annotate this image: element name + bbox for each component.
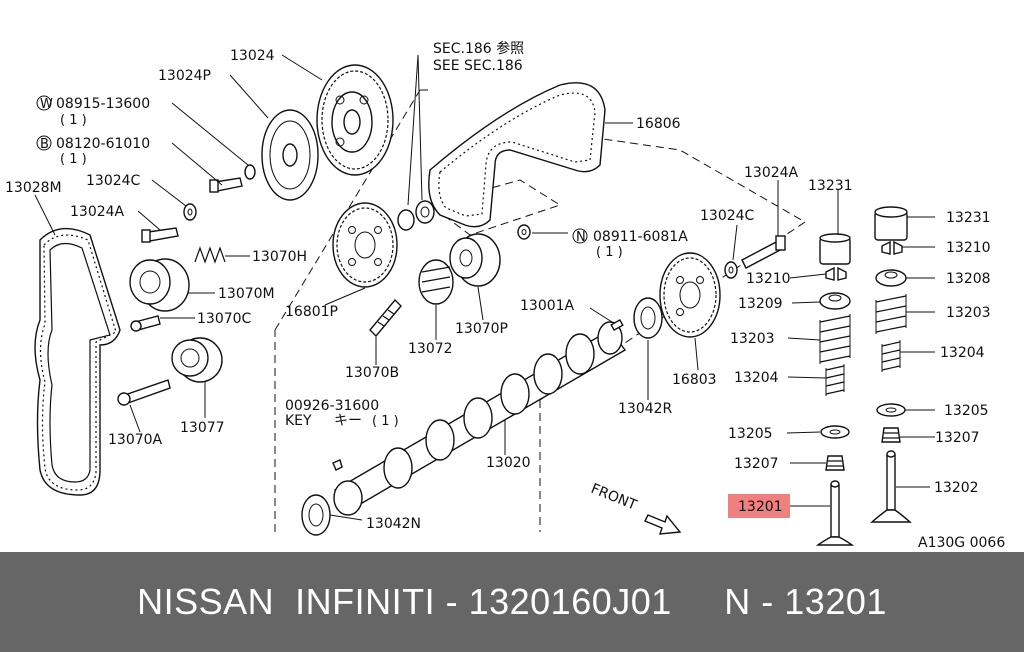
label-r13210: 13210 [746,271,791,287]
label-sec-ref-en: SEE SEC.186 [433,58,523,74]
label-sec-ref-jp: SEC.186 参照 [433,40,524,57]
sprocket-plate [261,109,319,201]
label-13024a-right: 13024A [744,165,799,181]
valve-train-right [870,206,912,523]
parts-diagram: 13024 13024P SEC.186 参照 SEE SEC.186 W 08… [5,40,1006,551]
label-key-jp: キー [334,413,362,429]
timing-belt-center [428,82,606,228]
dowel-13001a [610,318,624,332]
seal-rings-top [397,200,435,231]
oil-seal-13042r [633,297,663,339]
bolt-13024a-left [141,227,179,243]
sprocket-16803 [659,252,721,338]
labels: 13024 13024P SEC.186 参照 SEE SEC.186 W 08… [5,40,1005,551]
label-13020: 13020 [486,455,531,471]
nut-n [517,224,531,240]
label-key-part: 00926-31600 [285,398,379,414]
code-circle-w [36,95,52,111]
belt-cover-outline [428,179,562,236]
label-r13209: 13209 [738,296,783,312]
sprocket-16801p [332,202,398,288]
label-rr13231: 13231 [946,210,991,226]
bolt-13070a [117,379,171,406]
label-r13204: 13204 [734,370,779,386]
label-rr13203: 13203 [946,305,991,321]
label-13024c-top: 13024C [86,173,141,189]
label-front: FRONT [589,481,640,514]
label-r13207: 13207 [734,456,779,472]
figure-code: A130G 0066 [918,535,1005,551]
label-13077: 13077 [180,420,225,436]
caption-bar: NISSAN INFINITI - 1320160J01 N - 13201 [0,552,1024,652]
label-13042r: 13042R [618,401,673,417]
label-key: KEY [285,413,312,429]
tensioner-pulley [129,258,190,312]
label-13070c: 13070C [197,311,252,327]
label-13001a: 13001A [520,298,575,314]
label-rr13205: 13205 [944,403,989,419]
label-16801p: 16801P [285,304,338,320]
label-n-code: N [576,230,586,245]
label-r13201: 13201 [738,499,783,515]
code-circle-b [36,135,52,151]
label-r13205: 13205 [728,426,773,442]
valve-train-left [815,233,855,546]
label-rr13208: 13208 [946,271,991,287]
bolt-13024a-right [741,235,786,269]
label-n-part: 08911-6081A [593,229,688,245]
key [332,459,343,471]
washer-13024c-mid [724,261,738,279]
label-13028m: 13028M [5,180,62,196]
label-rr13207: 13207 [935,430,980,446]
label-r13203: 13203 [730,331,775,347]
label-b-qty: ( 1 ) [60,152,87,167]
label-13042n: 13042N [366,516,421,532]
bolt-13070c [130,315,161,332]
label-w-code: W [40,97,53,112]
idler-pulley [171,337,223,383]
caption-text: NISSAN INFINITI - 1320160J01 N - 13201 [137,581,887,622]
label-16803: 16803 [672,372,717,388]
spring-13070h [194,246,226,264]
camshaft [333,321,627,516]
label-w-qty: ( 1 ) [60,113,87,128]
washer-13024c-top [183,203,197,221]
label-13024c-mid: 13024C [700,208,755,224]
label-13024p: 13024P [158,68,211,84]
label-rr13210: 13210 [946,240,991,256]
label-b-code: B [40,137,49,152]
highlight-13201 [728,494,790,518]
label-13024: 13024 [230,48,275,64]
timing-belt-left [34,227,121,496]
cam-sprocket-top [316,64,394,176]
label-rr13202: 13202 [934,480,979,496]
label-rr13204: 13204 [940,345,985,361]
diagram-svg: 13024 13024P SEC.186 参照 SEE SEC.186 W 08… [5,40,1005,551]
label-13070p: 13070P [455,321,508,337]
label-13072: 13072 [408,341,453,357]
sleeve-13072 [418,259,454,305]
label-w-part: 08915-13600 [56,96,150,112]
washer-w [244,164,256,180]
label-16806: 16806 [636,116,681,132]
bolt-b [209,177,243,193]
label-13024a-left: 13024A [70,204,125,220]
label-13070h: 13070H [252,249,307,265]
leader-lines [34,54,935,521]
stud-13070b [369,298,402,338]
label-key-qty: ( 1 ) [372,414,399,429]
label-13070b: 13070B [345,365,399,381]
label-13070m: 13070M [218,286,275,302]
label-13070a: 13070A [108,432,163,448]
pulley-13070p [449,233,501,287]
assembly-frame [274,89,806,532]
label-r13231: 13231 [808,178,853,194]
code-circle-n [572,228,588,244]
oil-seal-13042n [301,494,331,536]
label-b-part: 08120-61010 [56,136,150,152]
front-arrow-icon [644,514,682,535]
label-n-qty: ( 1 ) [596,245,623,260]
